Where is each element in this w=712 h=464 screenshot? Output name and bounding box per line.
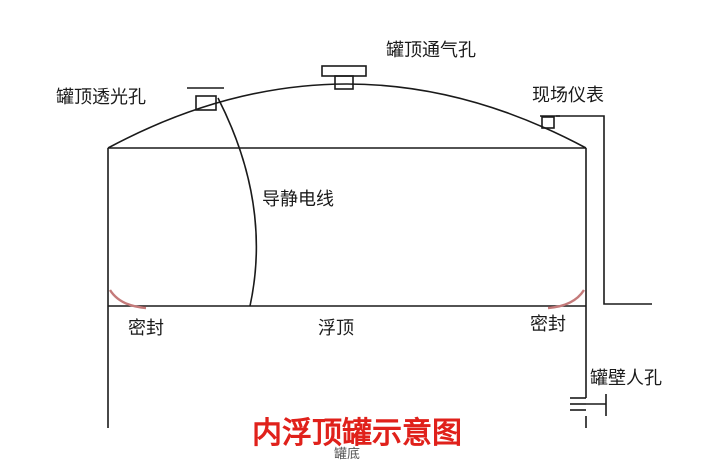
floating-roof-label: 浮顶	[318, 318, 354, 339]
light-hole-label: 罐顶透光孔	[56, 87, 146, 108]
field-instrument-label: 现场仪表	[532, 85, 604, 106]
instrument-line	[556, 115, 652, 305]
top-vent-fitting	[321, 65, 367, 90]
static-wire-label: 导静电线	[262, 189, 334, 210]
bottom-partial-label: 罐底	[334, 446, 360, 462]
static-wire	[217, 97, 258, 307]
diagram-title: 内浮顶罐示意图	[252, 416, 462, 451]
wall-manhole-label: 罐壁人孔	[590, 368, 662, 389]
light-hole-fitting	[187, 87, 224, 111]
seal-left-label: 密封	[128, 318, 164, 339]
seal-right-label: 密封	[530, 314, 566, 335]
wall-manhole-fitting	[570, 394, 607, 416]
top-vent-label: 罐顶通气孔	[386, 40, 476, 61]
tank-dome-roof	[107, 83, 587, 149]
seal-left	[108, 289, 147, 310]
seal-right	[547, 289, 586, 310]
